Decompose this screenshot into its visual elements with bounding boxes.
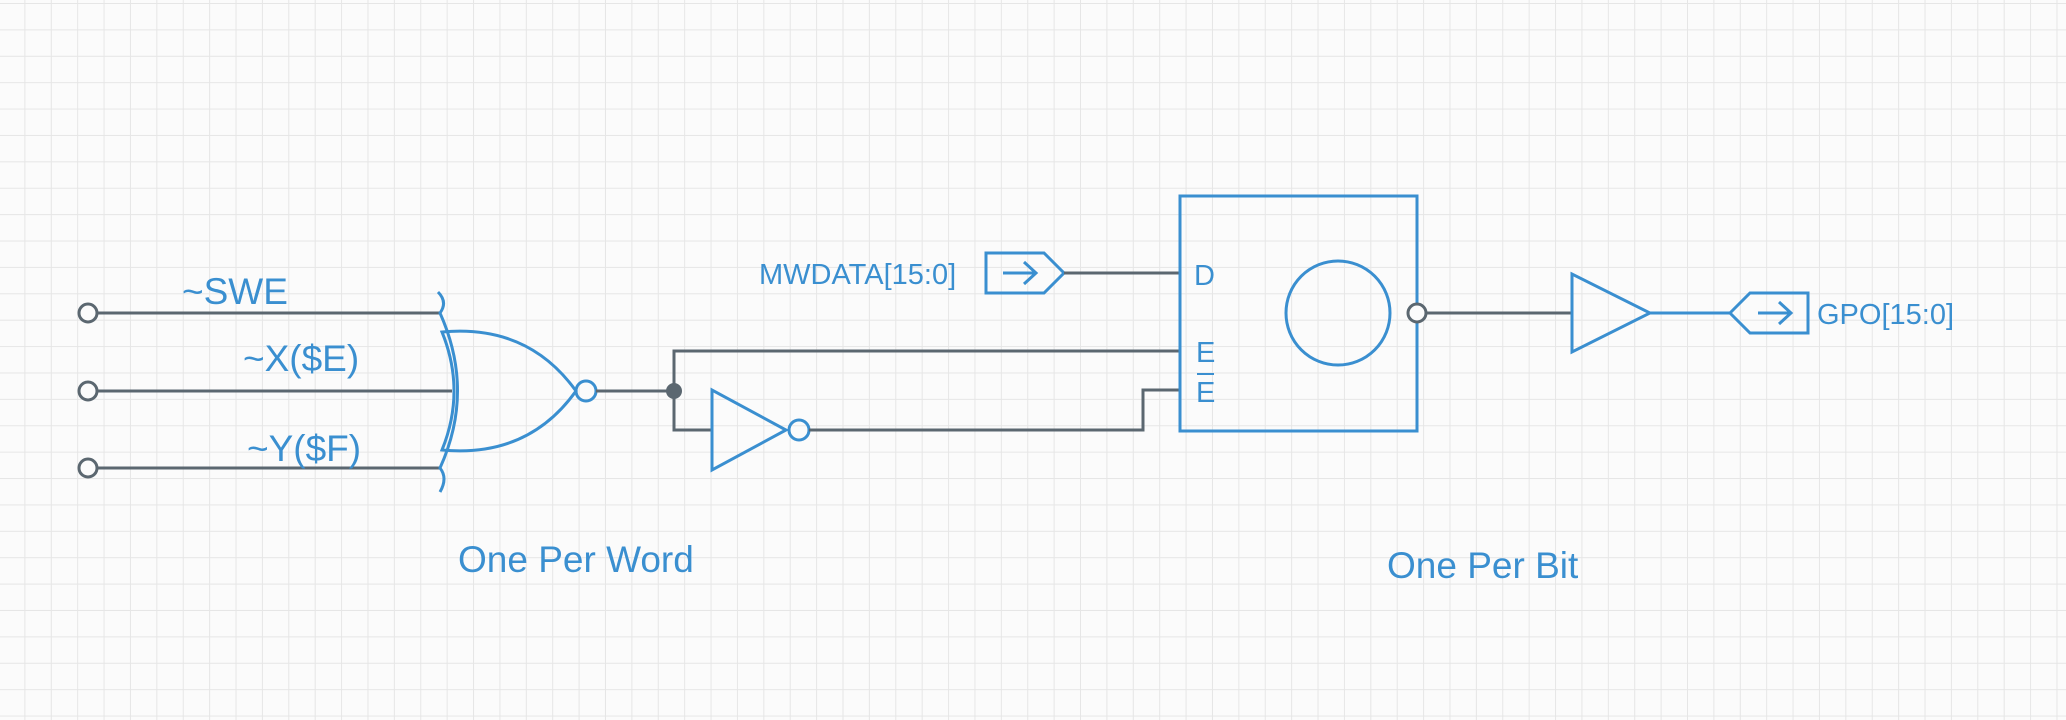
input-label-y: ~Y($F) xyxy=(247,428,361,469)
wire-to-enable xyxy=(672,349,1180,391)
bus-output-label: GPO[15:0] xyxy=(1817,299,1954,331)
register-state-circle xyxy=(1284,259,1392,367)
register-output-terminal[interactable] xyxy=(1406,302,1428,324)
bus-input-port[interactable] xyxy=(984,251,1067,295)
pin-label-d: D xyxy=(1194,260,1215,292)
input-terminal-x[interactable] xyxy=(77,380,99,402)
input-label-x: ~X($E) xyxy=(243,338,359,379)
pin-label-e: E xyxy=(1196,337,1215,369)
inverter-output-bubble xyxy=(787,418,811,442)
caption-one-per-word: One Per Word xyxy=(458,539,694,580)
input-terminal-y[interactable] xyxy=(77,457,99,479)
register-block[interactable]: D E E xyxy=(1178,194,1419,433)
buffer-gate[interactable] xyxy=(1570,271,1654,355)
pin-label-e-bar: E xyxy=(1196,377,1215,409)
input-label-swe: ~SWE xyxy=(182,271,288,312)
caption-one-per-bit: One Per Bit xyxy=(1387,545,1579,586)
input-terminal-swe[interactable] xyxy=(77,302,99,324)
bus-output-port[interactable] xyxy=(1727,291,1810,335)
nor-gate[interactable] xyxy=(436,290,598,493)
wire-to-enable-bar xyxy=(809,388,1180,432)
bus-input-label: MWDATA[15:0] xyxy=(759,259,956,291)
inverter-gate[interactable] xyxy=(710,387,811,473)
wire-to-inverter xyxy=(672,391,712,432)
nor-output-bubble xyxy=(574,379,598,403)
